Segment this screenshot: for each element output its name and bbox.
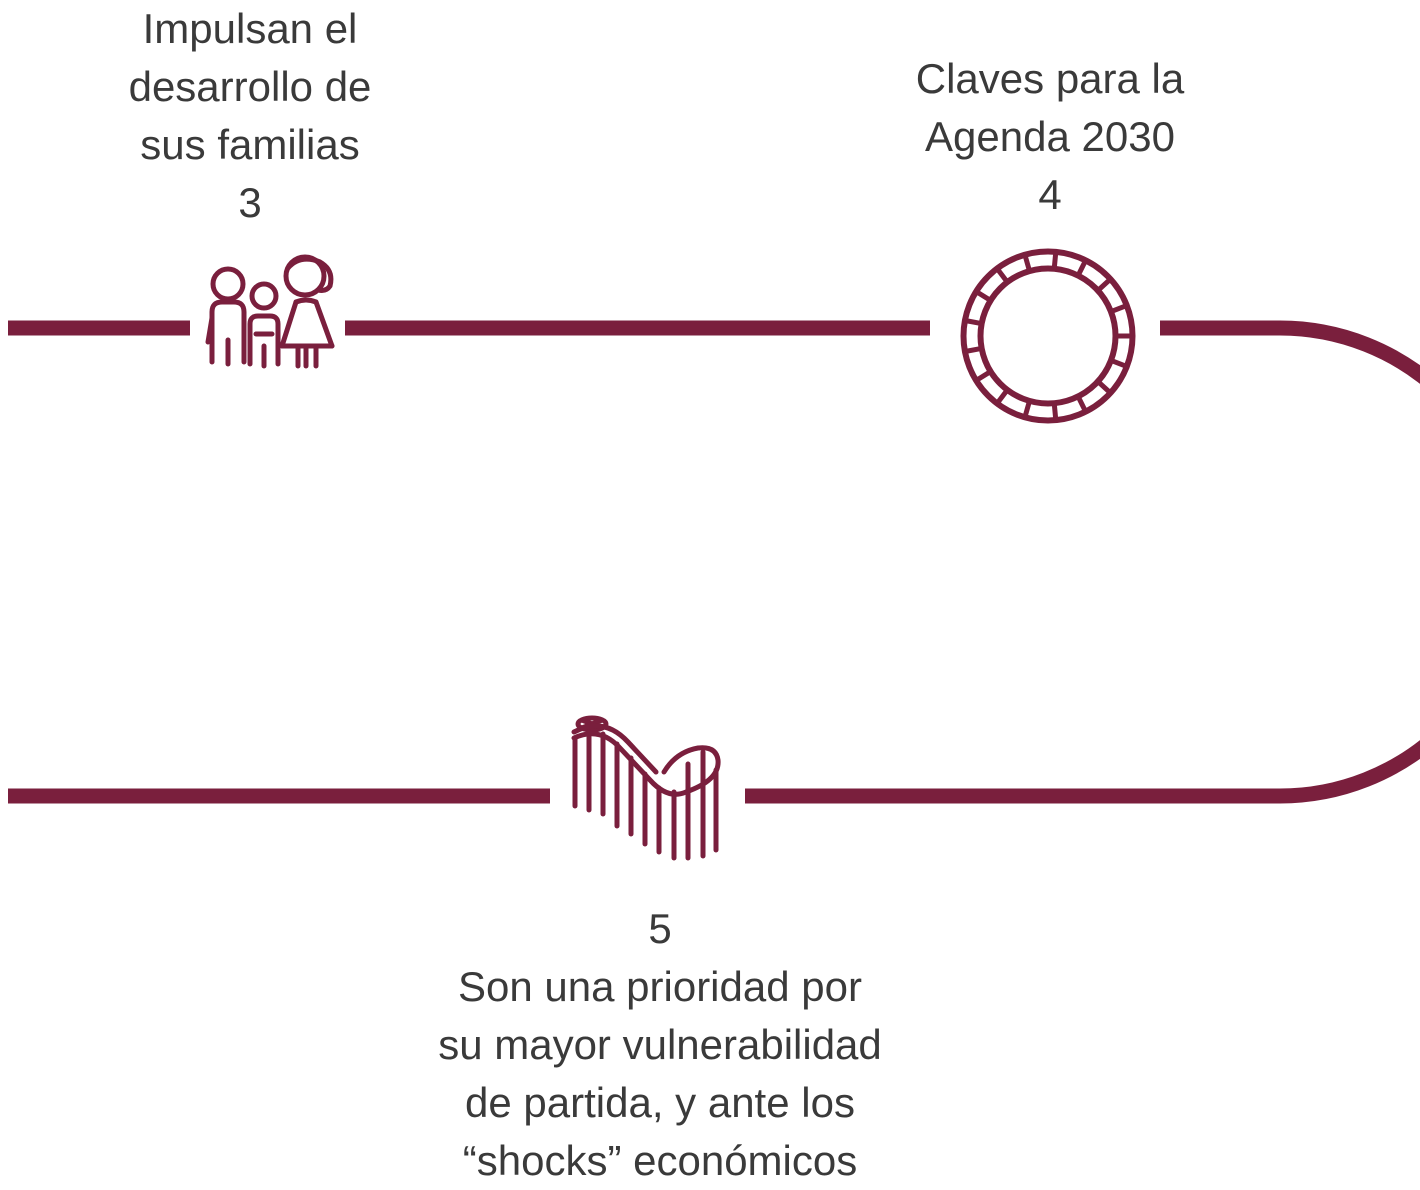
step-3-text-line-2: desarrollo de [128,63,372,110]
wheel-segment-divider [1075,394,1089,414]
wheel-segment-divider [1022,399,1033,419]
wheel-segment-divider [1095,276,1113,293]
step-5-text-line-3: de partida, y ante los [465,1079,855,1126]
step-5-text-line-1: Son una prioridad por [458,963,862,1010]
wheel-segment-divider [974,289,993,303]
step-5-label: 5 Son una prioridad por su mayor vulnera… [390,900,930,1190]
step-3-text-line-3: sus familias [140,121,360,168]
step-3-number: 3 [238,179,262,226]
wheel-segment-divider [1095,379,1113,396]
wheel-segment-divider [1022,253,1033,273]
sdg-wheel-icon [960,248,1136,424]
wheel-segment-divider [1051,402,1059,421]
wheel-segment-divider [963,345,983,355]
path-curve-right [745,320,1420,804]
family-icon [205,254,335,369]
step-4-text-line-1: Claves para la [915,55,1185,102]
step-4-label: Claves para la Agenda 2030 4 [880,50,1220,224]
wheel-segment-divider [1109,357,1129,370]
roller-coaster-icon [571,715,721,861]
step-3-label: Impulsan el desarrollo de sus familias 3 [100,0,400,232]
step-5-number: 5 [648,905,672,952]
wheel-segment-divider [1075,258,1089,278]
path-connector [8,320,1420,804]
step-5-text-line-4: “shocks” económicos [462,1137,858,1184]
step-4-number: 4 [1038,171,1062,218]
wheel-segment-divider [1051,251,1059,270]
wheel-segment-divider [974,369,993,383]
wheel-segment-divider [1109,302,1129,315]
step-3-text-line-1: Impulsan el [142,5,358,52]
wheel-segment-divider [994,266,1010,285]
wheel-segment-divider [994,387,1010,406]
wheel-segment-divider [963,317,983,327]
step-5-text-line-2: su mayor vulnerabilidad [438,1021,882,1068]
step-4-text-line-2: Agenda 2030 [925,113,1175,160]
